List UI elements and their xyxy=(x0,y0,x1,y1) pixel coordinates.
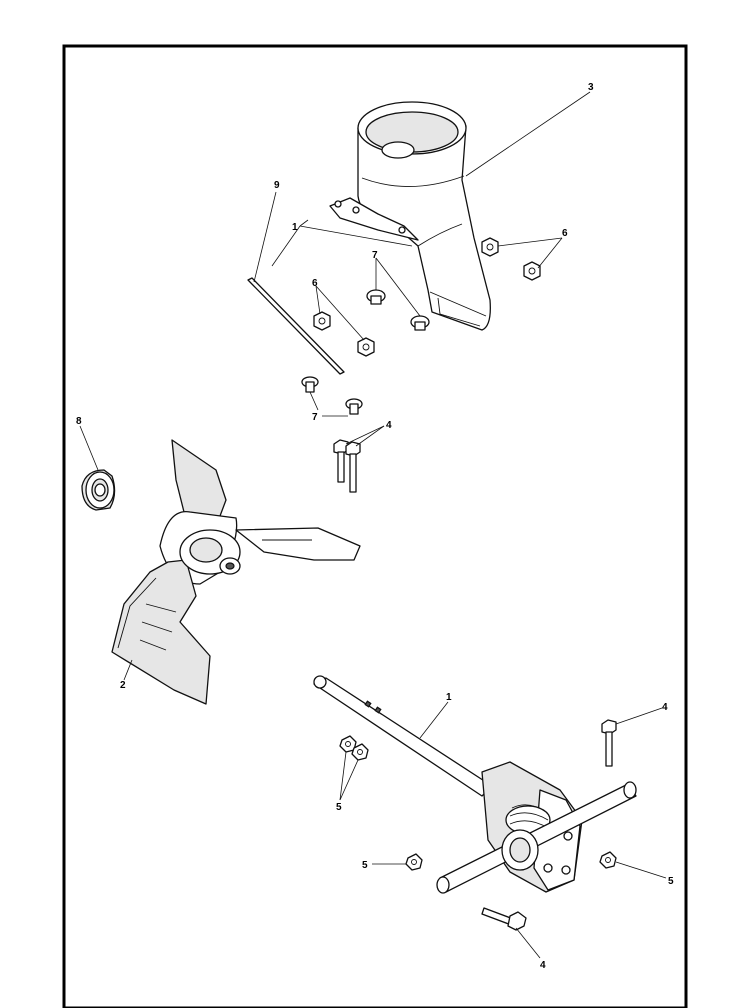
hex-bolt xyxy=(333,439,349,483)
flange-nut xyxy=(357,337,375,357)
chute-assembly xyxy=(329,101,491,331)
diagram-frame xyxy=(62,44,688,1008)
flange-nut xyxy=(313,311,331,331)
callout-5-right: 5 xyxy=(668,876,674,887)
leader-lines xyxy=(79,91,667,959)
callout-9: 9 xyxy=(274,180,280,191)
callout-1-chute: 1 xyxy=(292,222,298,233)
seal-strip xyxy=(247,277,345,375)
callout-7-top: 7 xyxy=(372,250,378,261)
callout-2: 2 xyxy=(120,680,126,691)
impeller xyxy=(111,439,361,705)
carriage-bolt xyxy=(366,289,386,305)
callout-5-left-pair: 5 xyxy=(336,802,342,813)
carriage-bolt xyxy=(301,376,319,393)
hex-nut xyxy=(405,853,423,871)
callout-1-shaft: 1 xyxy=(446,692,452,703)
flange-nut xyxy=(481,237,499,257)
axle xyxy=(436,781,637,894)
bearing xyxy=(81,469,116,511)
callout-7-mid: 7 xyxy=(312,412,318,423)
carriage-bolt xyxy=(410,315,430,331)
hex-nut xyxy=(351,743,369,761)
callout-4-top: 4 xyxy=(386,420,392,431)
callout-8: 8 xyxy=(76,416,82,427)
callout-6-right: 6 xyxy=(562,228,568,239)
hex-nut xyxy=(599,851,617,869)
callout-3: 3 xyxy=(588,82,594,93)
flange-nut xyxy=(523,261,541,281)
hex-bolt xyxy=(481,907,527,931)
drive-shaft xyxy=(313,675,493,797)
callout-5-left: 5 xyxy=(362,860,368,871)
hex-bolt xyxy=(601,719,617,767)
carriage-bolt xyxy=(345,398,363,415)
callout-4-right: 4 xyxy=(662,702,668,713)
callout-6-left: 6 xyxy=(312,278,318,289)
hex-bolt xyxy=(345,441,361,493)
callout-4-bottom: 4 xyxy=(540,960,546,971)
